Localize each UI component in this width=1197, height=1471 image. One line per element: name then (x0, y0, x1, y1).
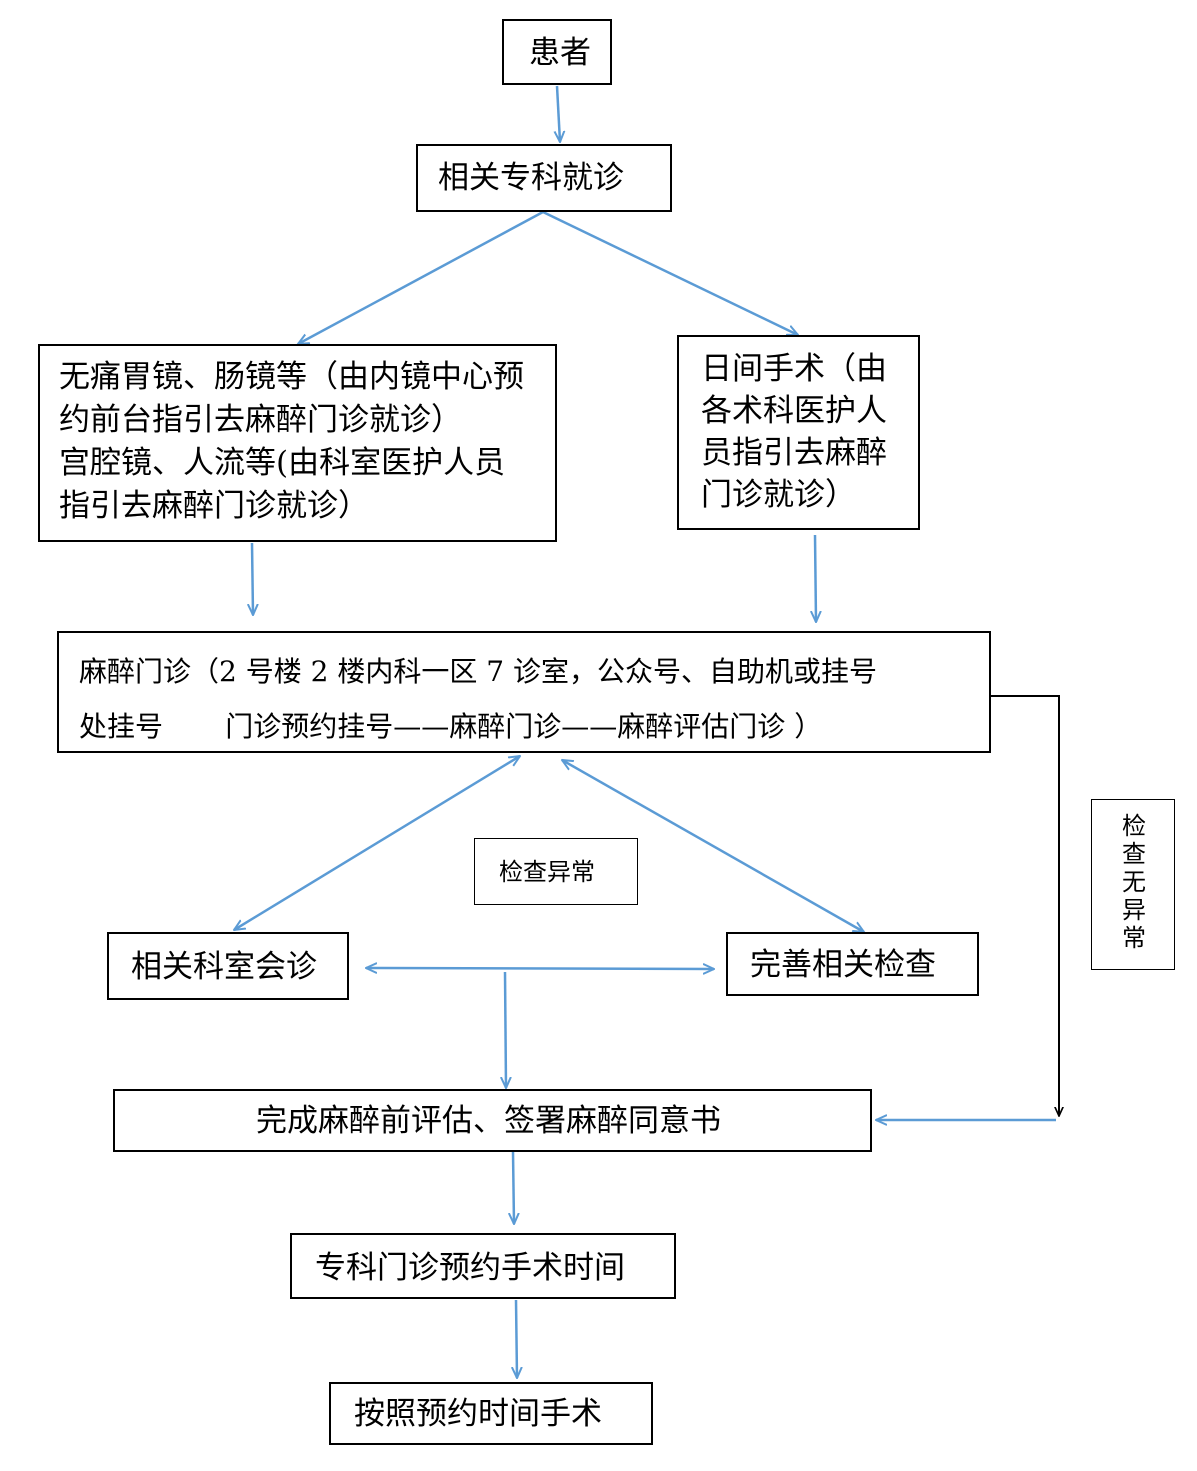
specialist-visit-label: 相关专科就诊 (438, 160, 624, 196)
anesthesia-clinic-line-2: 处挂号 门诊预约挂号——麻醉门诊——麻醉评估门诊 ） (79, 710, 823, 743)
schedule-surgery-box: 专科门诊预约手术时间 (290, 1233, 676, 1299)
pre-assessment-box: 完成麻醉前评估、签署麻醉同意书 (113, 1089, 872, 1152)
line-exam-normal-path (991, 695, 1059, 1116)
day-surgery-box: 日间手术（由 各术科医护人 员指引去麻醉 门诊就诊） (677, 335, 920, 530)
surgery-box: 按照预约时间手术 (329, 1382, 653, 1445)
complete-exams-label: 完善相关检查 (750, 947, 936, 983)
day-surgery-line-2: 各术科医护人 (701, 393, 887, 429)
arrow-pre-assessment-to-schedule (513, 1151, 514, 1224)
patient-box: 患者 (502, 19, 612, 85)
arrow-clinic-consultation (234, 756, 520, 930)
arrow-clinic-exams (562, 760, 864, 932)
exam-abnormal-box: 检查异常 (474, 838, 638, 905)
arrow-patient-to-specialist (557, 85, 560, 142)
schedule-surgery-label: 专科门诊预约手术时间 (315, 1250, 625, 1286)
anesthesia-clinic-line-1: 麻醉门诊（2 号楼 2 楼内科一区 7 诊室，公众号、自助机或挂号 (79, 655, 877, 688)
arrow-endoscopy-to-clinic (252, 542, 253, 615)
arrow-schedule-to-surgery (516, 1299, 517, 1378)
surgery-label: 按照预约时间手术 (354, 1396, 602, 1432)
pre-assessment-label: 完成麻醉前评估、签署麻醉同意书 (256, 1103, 721, 1139)
day-surgery-line-3: 员指引去麻醉 (701, 435, 887, 471)
day-surgery-line-4: 门诊就诊） (701, 477, 856, 513)
endoscopy-box: 无痛胃镜、肠镜等（由内镜中心预 约前台指引去麻醉门诊就诊） 宫腔镜、人流等(由科… (38, 344, 557, 542)
endoscopy-line-2: 约前台指引去麻醉门诊就诊） (59, 402, 462, 438)
exam-normal-char-1: 检 (1122, 812, 1146, 840)
exam-normal-char-2: 查 (1122, 840, 1146, 868)
arrow-specialist-to-endoscopy (298, 210, 544, 344)
endoscopy-line-4: 指引去麻醉门诊就诊） (59, 488, 369, 524)
exam-normal-box: 检 查 无 异 常 (1091, 799, 1175, 970)
arrow-day-surgery-to-clinic (815, 534, 816, 622)
consultation-box: 相关科室会诊 (107, 932, 349, 1000)
consultation-label: 相关科室会诊 (131, 949, 317, 985)
exam-normal-char-4: 异 (1122, 896, 1146, 924)
exam-normal-char-3: 无 (1122, 868, 1146, 896)
arrow-to-pre-assessment (505, 971, 506, 1088)
exam-abnormal-label: 检查异常 (499, 858, 595, 886)
anesthesia-clinic-box: 麻醉门诊（2 号楼 2 楼内科一区 7 诊室，公众号、自助机或挂号 处挂号 门诊… (57, 631, 991, 753)
exam-normal-char-5: 常 (1122, 924, 1146, 952)
complete-exams-box: 完善相关检查 (726, 932, 979, 996)
patient-label: 患者 (529, 35, 591, 71)
arrow-consultation-exams (366, 968, 714, 969)
specialist-visit-box: 相关专科就诊 (416, 144, 672, 212)
endoscopy-line-1: 无痛胃镜、肠镜等（由内镜中心预 (59, 359, 524, 395)
endoscopy-line-3: 宫腔镜、人流等(由科室医护人员 (59, 445, 506, 481)
arrow-specialist-to-day-surgery (542, 210, 798, 337)
day-surgery-line-1: 日间手术（由 (701, 351, 887, 387)
